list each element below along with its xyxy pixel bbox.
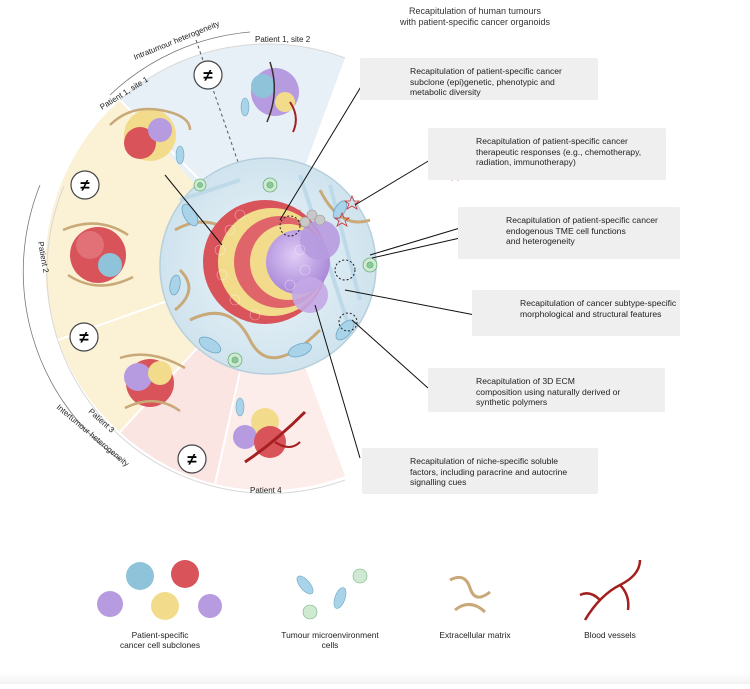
callout-text: and heterogeneity (506, 236, 575, 246)
callout-text: Recapitulation of cancer subtype-specifi… (520, 298, 677, 308)
not-equal-glyph: ≠ (187, 450, 197, 469)
legend-vessel-icon (579, 559, 642, 621)
callout-text: therapeutic responses (e.g., chemotherap… (476, 146, 642, 157)
callout-text: signalling cues (410, 477, 467, 487)
callout-text: subclone (epi)genetic, phenotypic and (410, 76, 555, 87)
callout-text: morphological and structural features (520, 308, 662, 319)
legend-tme-icon (296, 568, 368, 620)
callout-soluble-factors: Recapitulation of niche-specific soluble… (362, 448, 598, 494)
figure-title: Recapitulation of human tumours with pat… (380, 6, 570, 28)
not-equal-icon (177, 444, 207, 474)
label-patient1-site2: Patient 1, site 2 (255, 35, 311, 44)
bottom-strip (0, 672, 750, 684)
title-line-2: with patient-specific cancer organoids (399, 17, 551, 27)
legend-label-ecm: Extracellular matrix (420, 630, 530, 640)
callout-text: Recapitulation of patient-specific cance… (506, 215, 658, 225)
not-equal-glyph: ≠ (203, 66, 213, 85)
legend-text: Extracellular matrix (439, 630, 511, 640)
central-organoid (159, 157, 378, 375)
callout-text: radiation, immunotherapy) (476, 157, 576, 167)
legend-text: cancer cell subclones (119, 640, 201, 650)
callout-text: composition using naturally derived or (476, 386, 621, 397)
callout-text: synthetic polymers (476, 397, 548, 407)
callout-text: metabolic diversity (410, 87, 481, 97)
callout-text: Recapitulation of patient-specific cance… (476, 136, 628, 146)
not-equal-glyph: ≠ (79, 328, 89, 347)
not-equal-glyph: ≠ (80, 176, 90, 195)
legend-label-tme: Tumour microenvironment cells (270, 630, 390, 650)
patient-tumours (62, 61, 307, 464)
connectors (164, 84, 476, 459)
legend-text: Patient-specific (131, 630, 189, 640)
callout-text: Recapitulation of patient-specific cance… (410, 66, 562, 76)
not-equal-icons: ≠ ≠ ≠ ≠ (69, 60, 223, 474)
callout-text: Recapitulation of 3D ECM (476, 376, 575, 386)
callout-morphology: Recapitulation of cancer subtype-specifi… (472, 290, 680, 336)
callout-text: factors, including paracrine and autocri… (410, 466, 568, 477)
label-patient4: Patient 4 (250, 486, 282, 495)
legend-text: cells (321, 640, 339, 650)
callout-ecm: Recapitulation of 3D ECM composition usi… (428, 368, 665, 412)
legend-text: Blood vessels (584, 630, 636, 640)
legend-label-vessels: Blood vessels (565, 630, 655, 640)
callout-text: endogenous TME cell functions (506, 225, 626, 236)
legend-ecm-icon (449, 575, 491, 614)
callout-therapeutic-response: Recapitulation of patient-specific cance… (428, 128, 666, 180)
legend-icons (97, 559, 642, 621)
callout-subclone-diversity: Recapitulation of patient-specific cance… (360, 58, 598, 100)
legend-subclones-icon (97, 560, 222, 620)
legend-label-subclones: Patient-specific cancer cell subclones (95, 630, 225, 650)
not-equal-icon (193, 60, 223, 90)
legend-text: Tumour microenvironment (281, 630, 379, 640)
not-equal-icon (69, 322, 99, 352)
not-equal-icon (70, 170, 100, 200)
callout-tme-cells: Recapitulation of patient-specific cance… (458, 207, 680, 259)
callout-text: Recapitulation of niche-specific soluble (410, 456, 559, 466)
title-line-1: Recapitulation of human tumours (408, 6, 542, 16)
